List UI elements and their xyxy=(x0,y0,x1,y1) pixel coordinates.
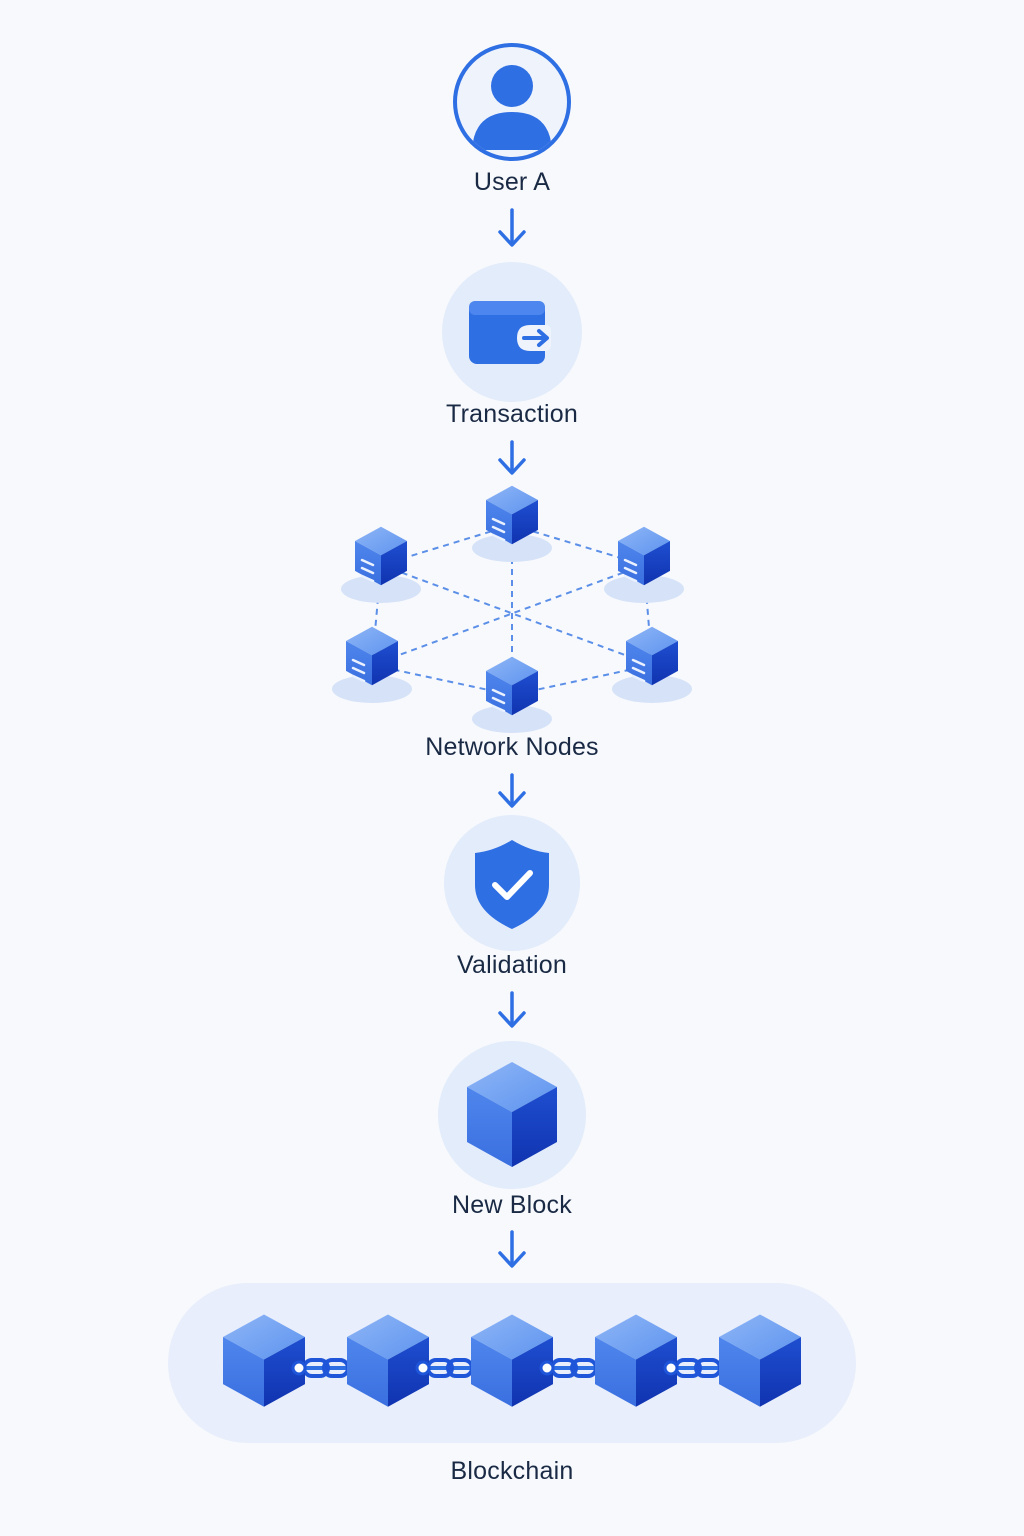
chain-link-icon xyxy=(301,1358,351,1378)
chain-block-cube xyxy=(595,1314,677,1407)
step-label-user-a: User A xyxy=(473,168,551,196)
server-node xyxy=(332,626,412,703)
chain-link-icon xyxy=(425,1358,475,1378)
flow-arrow xyxy=(498,440,526,475)
server-node-cube xyxy=(618,526,670,586)
server-node xyxy=(472,485,552,562)
flow-arrow xyxy=(498,1230,526,1268)
server-node xyxy=(472,656,552,733)
step-label-new-block: New Block xyxy=(452,1191,572,1219)
chain-ring xyxy=(663,1360,679,1376)
chain-ring xyxy=(415,1360,431,1376)
chain-block-cube xyxy=(471,1314,553,1407)
server-node-cube xyxy=(355,526,407,586)
chain-block-cube xyxy=(347,1314,429,1407)
chain-ring xyxy=(539,1360,555,1376)
flow-arrow xyxy=(498,773,526,808)
chain-link-icon xyxy=(549,1358,599,1378)
wallet-icon xyxy=(442,262,582,402)
step-label-network-nodes: Network Nodes xyxy=(425,733,599,761)
chain-block-cube xyxy=(223,1314,305,1407)
server-node xyxy=(612,626,692,703)
flow-arrow xyxy=(498,208,526,247)
blockchain-icon xyxy=(168,1283,856,1443)
chain-block-cube xyxy=(719,1314,801,1407)
server-node-cube xyxy=(486,656,538,716)
chain-link-icon xyxy=(673,1358,723,1378)
shield-check-icon xyxy=(444,815,580,951)
block-cube-icon xyxy=(438,1041,586,1189)
step-label-blockchain: Blockchain xyxy=(450,1457,574,1485)
flow-arrow xyxy=(498,991,526,1028)
server-node xyxy=(604,526,684,603)
chain-ring xyxy=(291,1360,307,1376)
step-label-validation: Validation xyxy=(457,951,567,979)
user-icon xyxy=(453,43,571,161)
server-node-cube xyxy=(346,626,398,686)
server-node-cube xyxy=(626,626,678,686)
step-label-transaction: Transaction xyxy=(446,400,578,428)
server-node xyxy=(341,526,421,603)
server-node-cube xyxy=(486,485,538,545)
